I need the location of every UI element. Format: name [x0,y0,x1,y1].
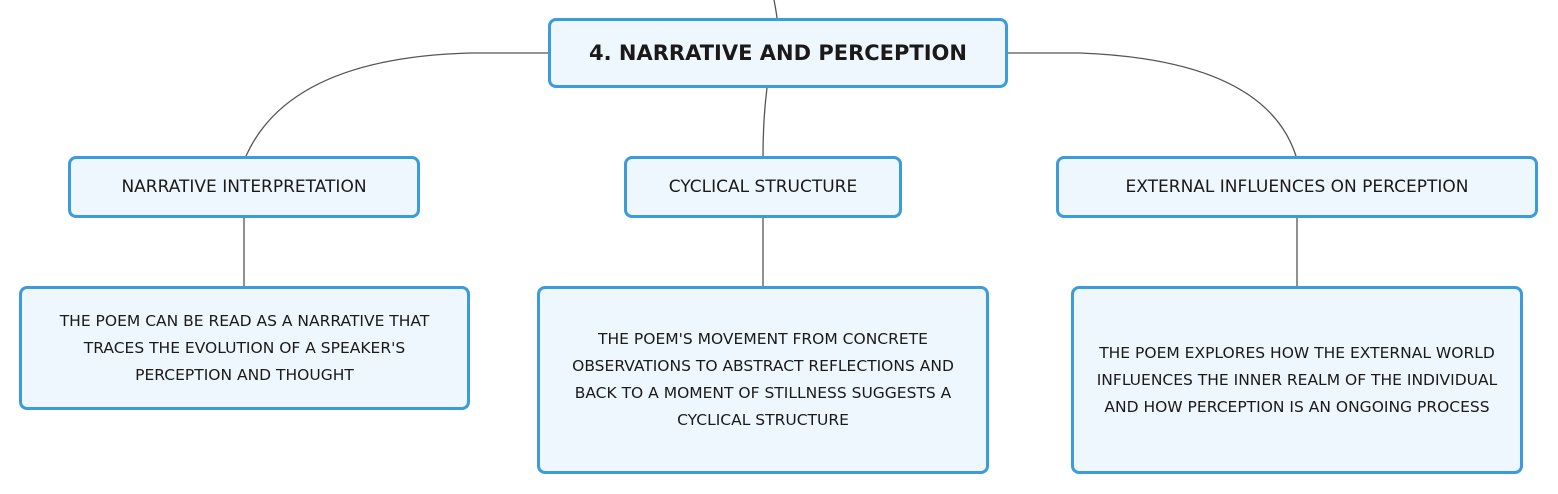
root-node[interactable]: 4. NARRATIVE AND PERCEPTION [548,18,1008,88]
connector-parent-to-root [773,0,778,19]
root-node-label: 4. NARRATIVE AND PERCEPTION [589,41,967,65]
branch-node-label: EXTERNAL INFLUENCES ON PERCEPTION [1125,177,1469,197]
leaf-node-cyclical-detail[interactable]: THE POEM'S MOVEMENT FROM CONCRETE OBSERV… [537,286,989,474]
branch-node-external-influences[interactable]: EXTERNAL INFLUENCES ON PERCEPTION [1056,156,1538,218]
leaf-node-text: THE POEM'S MOVEMENT FROM CONCRETE OBSERV… [572,330,954,429]
leaf-node-narrative-detail[interactable]: THE POEM CAN BE READ AS A NARRATIVE THAT… [19,286,470,410]
leaf-node-text: THE POEM CAN BE READ AS A NARRATIVE THAT… [59,311,430,384]
branch-node-cyclical-structure[interactable]: CYCLICAL STRUCTURE [624,156,902,218]
leaf-node-external-detail[interactable]: THE POEM EXPLORES HOW THE EXTERNAL WORLD… [1071,286,1523,474]
connector-root-to-branch-2 [762,87,768,157]
branch-node-narrative-interpretation[interactable]: NARRATIVE INTERPRETATION [68,156,420,218]
branch-node-label: NARRATIVE INTERPRETATION [121,177,367,197]
connector-root-to-branch-3 [1008,52,1297,157]
branch-node-label: CYCLICAL STRUCTURE [668,177,858,197]
leaf-node-text: THE POEM EXPLORES HOW THE EXTERNAL WORLD… [1096,343,1498,416]
connector-root-to-branch-1 [245,52,548,157]
